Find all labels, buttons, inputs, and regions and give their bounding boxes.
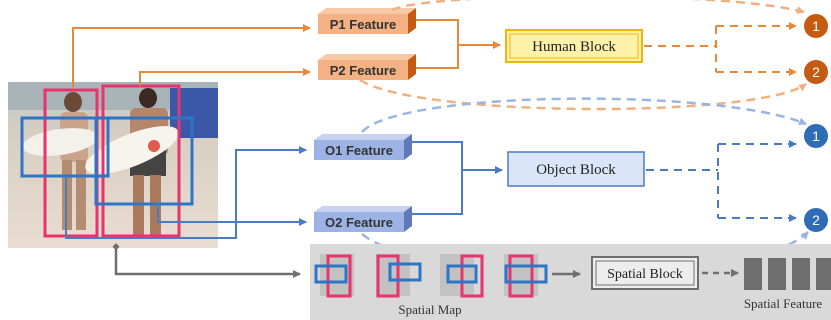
object-connectors <box>65 146 307 239</box>
p2-feature-label: P2 Feature <box>330 63 396 78</box>
o1-feature-box: O1 Feature <box>314 134 412 160</box>
object2-bbox <box>94 116 194 206</box>
p2-feature-box: P2 Feature <box>318 54 416 80</box>
person-connectors <box>72 24 311 88</box>
o2-feature-label: O2 Feature <box>325 215 393 230</box>
object-output-1: 1 <box>804 124 828 148</box>
object-merge-lines <box>412 141 503 215</box>
object-output-lines <box>646 140 797 222</box>
o2-feature-box: O2 Feature <box>314 206 412 232</box>
human-output-1: 1 <box>804 14 828 38</box>
spatial-block-label: Spatial Block <box>607 267 683 282</box>
spatial-block: Spatial Block <box>591 256 699 290</box>
object-block: Object Block <box>507 151 645 187</box>
human-output-2-label: 2 <box>812 64 820 80</box>
human-merge-lines <box>416 19 501 69</box>
beach-surfers-photo <box>8 82 218 248</box>
p1-feature-box: P1 Feature <box>318 8 416 34</box>
object-output-2-label: 2 <box>812 212 820 228</box>
spatial-map-label: Spatial Map <box>398 302 461 317</box>
object-output-2: 2 <box>804 208 828 232</box>
human-block-label: Human Block <box>532 39 616 55</box>
spatial-map-icon <box>314 254 548 298</box>
human-output-lines <box>644 22 797 76</box>
spatial-origin-marker <box>112 243 120 251</box>
spatial-feature-label: Spatial Feature <box>744 296 823 311</box>
feature-vector-icon <box>744 258 831 290</box>
object-output-1-label: 1 <box>812 128 820 144</box>
human-arcs <box>359 0 807 111</box>
object-block-label: Object Block <box>536 162 616 178</box>
spatial-connector <box>114 246 301 278</box>
o1-feature-label: O1 Feature <box>325 143 393 158</box>
human-output-2: 2 <box>804 60 828 84</box>
p1-feature-label: P1 Feature <box>330 17 396 32</box>
human-output-1-label: 1 <box>812 18 820 34</box>
human-block: Human Block <box>505 29 643 63</box>
